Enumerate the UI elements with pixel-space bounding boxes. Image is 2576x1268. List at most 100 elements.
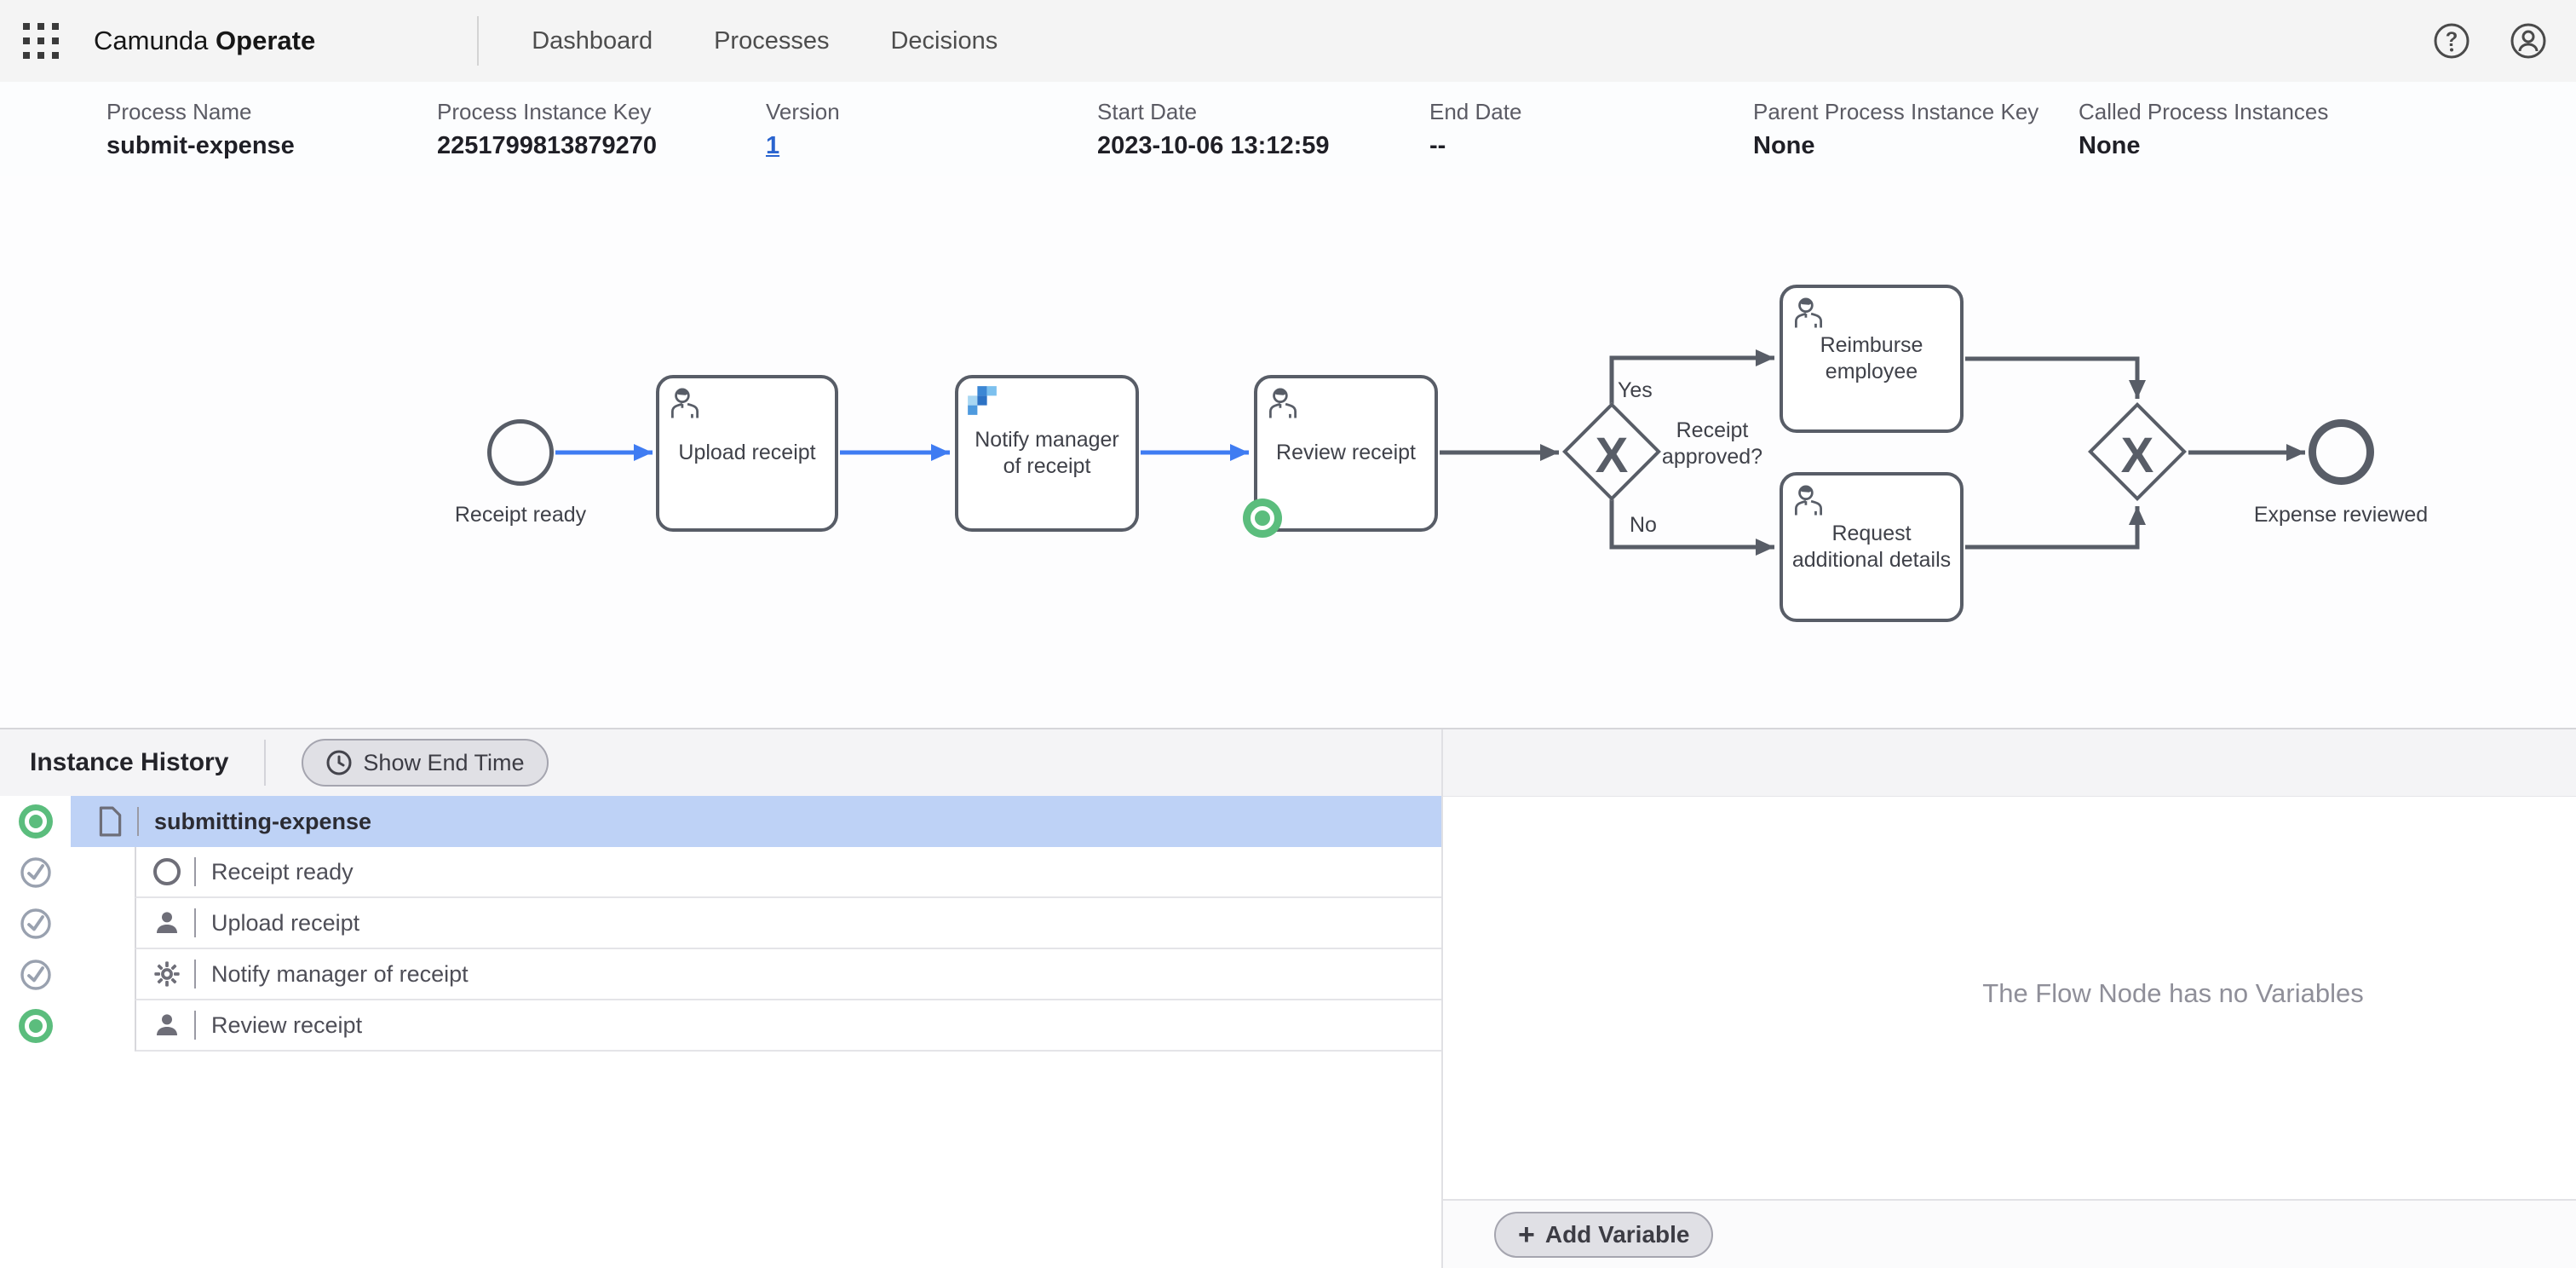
bpmn-task-request-additional-details[interactable]: Request additional details — [1780, 472, 1964, 622]
history-tree: submitting-expense Receipt ready — [0, 796, 1441, 1052]
bpmn-start-event-receipt-ready[interactable] — [487, 419, 554, 486]
instance-history-header: Instance History Show End Time — [0, 729, 1441, 797]
start-event-icon — [148, 858, 186, 885]
add-variable-button[interactable]: + Add Variable — [1494, 1211, 1714, 1258]
row-separator — [194, 960, 196, 988]
gateway-label: Receipt approved? — [1661, 418, 1763, 470]
history-row-content: Review receipt — [135, 1000, 1441, 1052]
bottom-section: Instance History Show End Time — [0, 728, 2576, 1268]
sequence-flows — [555, 349, 2305, 556]
called-instances-label: Called Process Instances — [2079, 99, 2329, 124]
active-state-icon — [18, 1009, 53, 1043]
user-task-icon — [1795, 485, 1822, 516]
nav-tab-decisions[interactable]: Decisions — [890, 26, 998, 55]
field-end-date: End Date -- — [1429, 99, 1521, 160]
svg-text:?: ? — [2446, 28, 2458, 51]
field-start-date: Start Date 2023-10-06 13:12:59 — [1097, 99, 1329, 160]
show-end-time-label: Show End Time — [363, 749, 525, 775]
variables-empty-message: The Flow Node has no Variables — [1982, 978, 2364, 1008]
version-label: Version — [766, 99, 840, 124]
service-task-icon — [148, 960, 186, 988]
help-icon: ? — [2434, 23, 2470, 59]
exclusive-gateway-x: X — [2120, 427, 2154, 483]
app-switcher-button[interactable] — [0, 0, 82, 82]
instance-header: Process Name submit-expense Process Inst… — [0, 82, 2576, 238]
end-event-label: Expense reviewed — [2253, 503, 2429, 527]
history-row-upload-receipt[interactable]: Upload receipt — [0, 898, 1441, 949]
top-header: Camunda Operate Dashboard Processes Deci… — [0, 0, 2576, 82]
user-task-icon — [1269, 388, 1297, 418]
instance-history-title: Instance History — [30, 748, 229, 776]
add-variable-label: Add Variable — [1544, 1220, 1690, 1248]
parent-key-value: None — [1753, 132, 1815, 159]
process-name-value: submit-expense — [106, 132, 295, 159]
row-separator — [137, 807, 139, 836]
history-row-label: Notify manager of receipt — [211, 960, 469, 987]
history-row-label: Receipt ready — [211, 858, 354, 885]
header-divider — [477, 16, 480, 66]
active-state-icon — [18, 804, 53, 839]
state-cell — [0, 796, 71, 847]
history-row-label: Upload receipt — [211, 909, 360, 936]
help-button[interactable]: ? — [2431, 20, 2472, 61]
field-process-name: Process Name submit-expense — [106, 99, 295, 160]
history-row-receipt-ready[interactable]: Receipt ready — [0, 847, 1441, 898]
bpmn-end-event-expense-reviewed[interactable] — [2309, 419, 2374, 485]
user-task-icon — [148, 909, 186, 937]
exclusive-gateway-x: X — [1595, 427, 1629, 483]
field-called-instances: Called Process Instances None — [2079, 99, 2328, 160]
called-instances-value: None — [2079, 132, 2141, 159]
bpmn-task-reimburse-employee[interactable]: Reimburse employee — [1780, 285, 1964, 433]
user-task-icon — [671, 388, 699, 418]
plus-icon: + — [1518, 1218, 1535, 1251]
process-document-icon — [91, 806, 129, 837]
brand-name: Camunda — [94, 26, 209, 55]
bpmn-gateway-merge[interactable]: X — [2088, 402, 2187, 501]
completed-state-icon — [20, 908, 51, 939]
history-row-label: submitting-expense — [154, 808, 372, 834]
state-cell — [0, 1000, 71, 1052]
history-row-content: Receipt ready — [135, 847, 1441, 898]
bpmn-gateway-receipt-approved[interactable]: X — [1562, 402, 1661, 501]
completed-state-icon — [20, 960, 51, 990]
row-separator — [194, 908, 196, 937]
nav-tab-dashboard[interactable]: Dashboard — [532, 26, 653, 55]
history-row-submitting-expense[interactable]: submitting-expense — [0, 796, 1441, 847]
process-name-label: Process Name — [106, 99, 252, 124]
start-date-value: 2023-10-06 13:12:59 — [1097, 132, 1330, 159]
active-instance-badge — [1243, 499, 1282, 538]
task-label: Reimburse employee — [1820, 332, 1923, 383]
task-label: Upload receipt — [678, 441, 816, 465]
variables-panel-header — [1443, 729, 2576, 797]
completed-state-icon — [20, 857, 51, 888]
clock-icon — [326, 750, 352, 775]
bpmn-task-review-receipt[interactable]: Review receipt — [1254, 375, 1438, 532]
history-row-content: Notify manager of receipt — [135, 949, 1441, 1000]
instance-key-label: Process Instance Key — [437, 99, 652, 124]
user-menu-button[interactable] — [2508, 20, 2549, 61]
app-switcher-icon — [23, 23, 59, 59]
history-header-separator — [264, 740, 267, 786]
history-row-notify-manager[interactable]: Notify manager of receipt — [0, 949, 1441, 1000]
state-cell — [0, 898, 71, 949]
user-avatar-icon — [2510, 23, 2546, 59]
history-row-content: submitting-expense — [71, 796, 1441, 847]
bpmn-diagram-canvas[interactable]: Receipt ready Upload receipt Notify mana… — [0, 176, 2576, 728]
brand: Camunda Operate — [94, 26, 315, 56]
task-label: Notify manager of receipt — [975, 427, 1119, 478]
parent-key-label: Parent Process Instance Key — [1753, 99, 2039, 124]
user-task-icon — [1795, 297, 1822, 328]
nav-tab-processes[interactable]: Processes — [714, 26, 830, 55]
history-row-review-receipt[interactable]: Review receipt — [0, 1000, 1441, 1052]
brand-product: Operate — [216, 26, 316, 55]
version-link[interactable]: 1 — [766, 132, 780, 159]
start-date-label: Start Date — [1097, 99, 1198, 124]
connector-icon — [968, 386, 997, 415]
bpmn-task-notify-manager[interactable]: Notify manager of receipt — [955, 375, 1139, 532]
show-end-time-button[interactable]: Show End Time — [302, 739, 549, 787]
history-row-content: Upload receipt — [135, 898, 1441, 949]
field-parent-key: Parent Process Instance Key None — [1753, 99, 2038, 160]
row-separator — [194, 1011, 196, 1040]
bpmn-task-upload-receipt[interactable]: Upload receipt — [656, 375, 838, 532]
